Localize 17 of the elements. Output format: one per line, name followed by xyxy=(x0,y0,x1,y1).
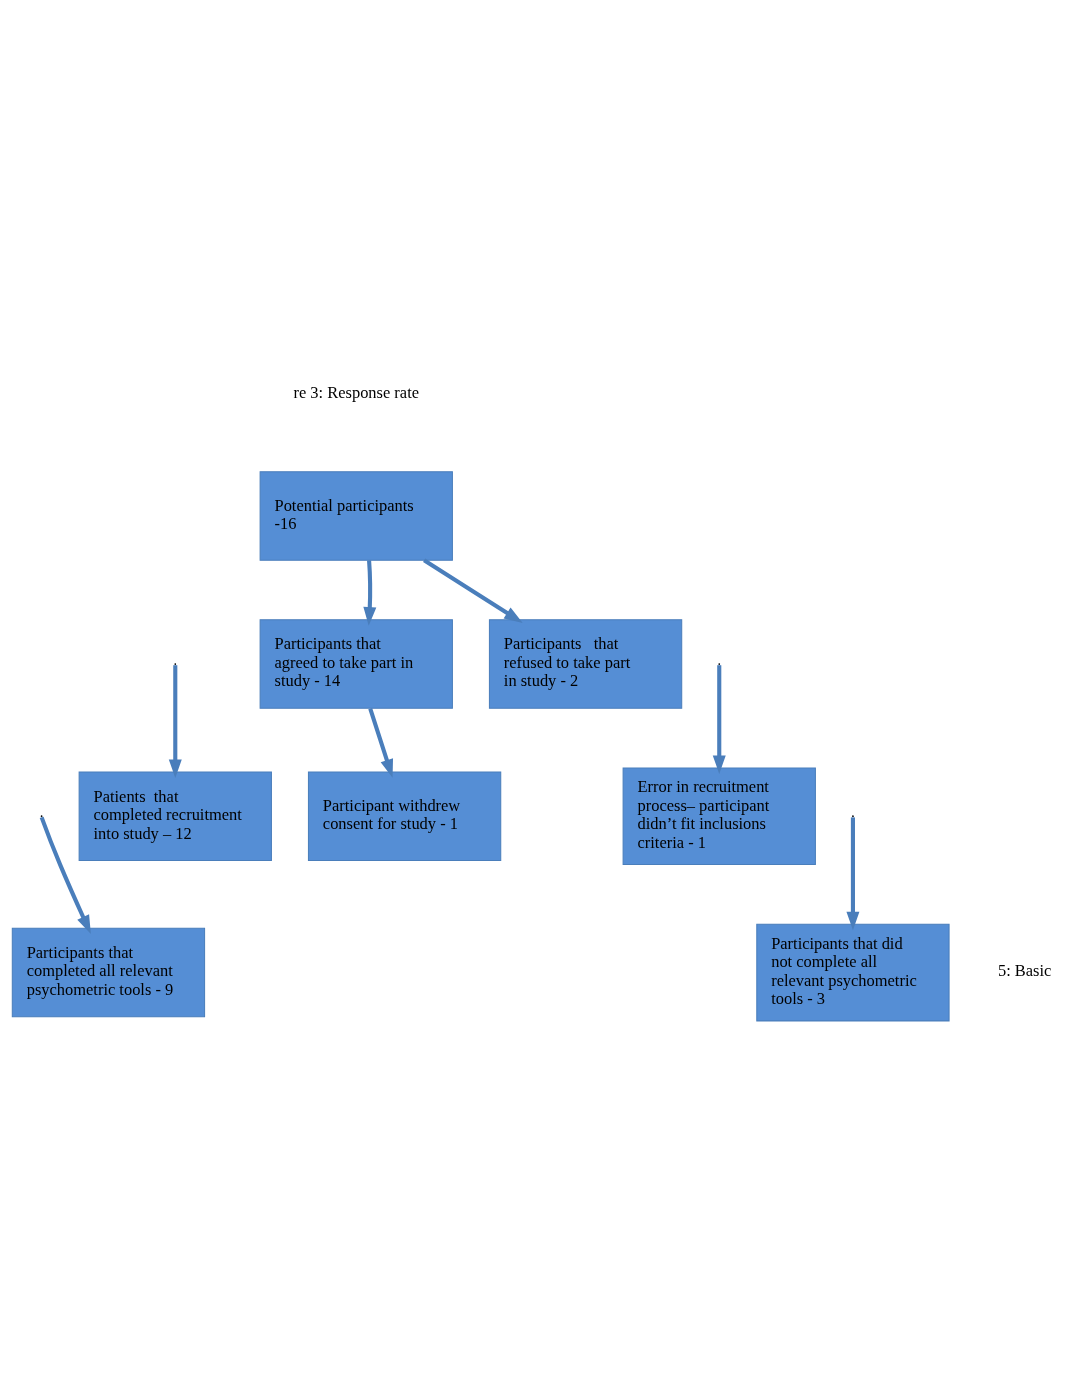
arrow xyxy=(423,558,523,623)
arrow xyxy=(39,816,91,934)
node-box: Potential participants -16 xyxy=(259,471,453,561)
node-box: Participants that refused to take part in study - 2 xyxy=(488,619,683,709)
label: 5: Basic xyxy=(997,961,1052,981)
arrow xyxy=(368,707,394,778)
node-box: Participants that did not complete all relevant psychometric tools - 3 xyxy=(756,923,950,1022)
node-box: Participant withdrew consent for study - 1 xyxy=(307,771,502,861)
node-box: Patients that completed recruitment into study – 12 xyxy=(78,771,272,861)
arrow xyxy=(712,665,726,774)
node-box: Participants that completed all relevant psychometric tools - 9 xyxy=(11,927,206,1018)
label: re 3: Response rate xyxy=(293,382,420,402)
node-box: Participants that agreed to take part in study - 14 xyxy=(259,619,453,709)
arrow xyxy=(363,560,377,626)
arrow xyxy=(168,665,182,778)
node-box: Error in recruitment process– participant didn’t fit inclusions criteria - 1 xyxy=(622,767,816,866)
arrow xyxy=(846,817,860,931)
